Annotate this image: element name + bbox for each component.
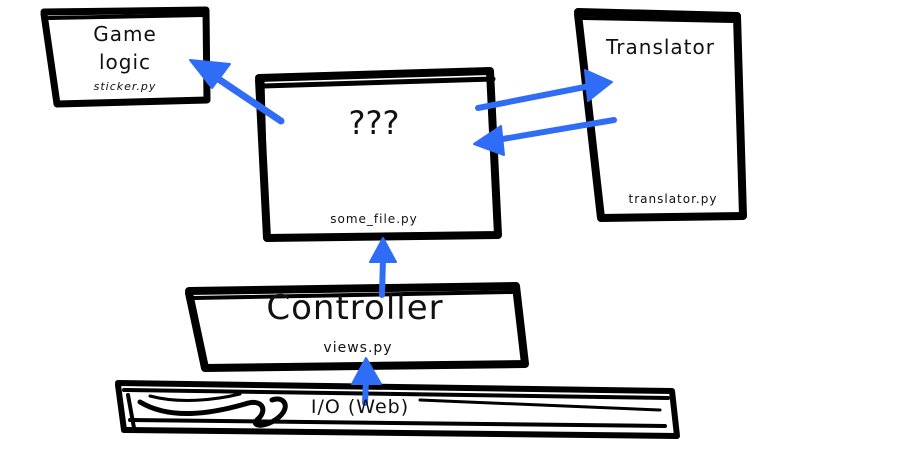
arrow-to-game-logic bbox=[189, 59, 285, 125]
controller-file: views.py bbox=[323, 340, 393, 356]
controller-box bbox=[185, 282, 529, 372]
arrow-controller-to-unknown bbox=[369, 237, 397, 298]
game-logic-box bbox=[40, 6, 211, 108]
game-logic-file: sticker.py bbox=[93, 80, 157, 93]
io-web-title: I/O (Web) bbox=[310, 396, 410, 418]
translator-box bbox=[574, 8, 747, 222]
translator-file: translator.py bbox=[628, 192, 718, 206]
game-logic-title-line1: Game bbox=[93, 22, 157, 46]
translator-title: Translator bbox=[606, 35, 715, 59]
arrow-from-translator bbox=[473, 117, 617, 156]
arrows bbox=[189, 59, 617, 406]
controller-title: Controller bbox=[266, 288, 444, 328]
arrow-to-translator bbox=[475, 69, 613, 111]
arrow-io-to-controller bbox=[351, 357, 382, 406]
unknown-title: ??? bbox=[348, 104, 400, 142]
unknown-file: some_file.py bbox=[330, 212, 418, 226]
game-logic-title-line2: logic bbox=[98, 50, 152, 74]
io-web-box bbox=[115, 380, 680, 439]
